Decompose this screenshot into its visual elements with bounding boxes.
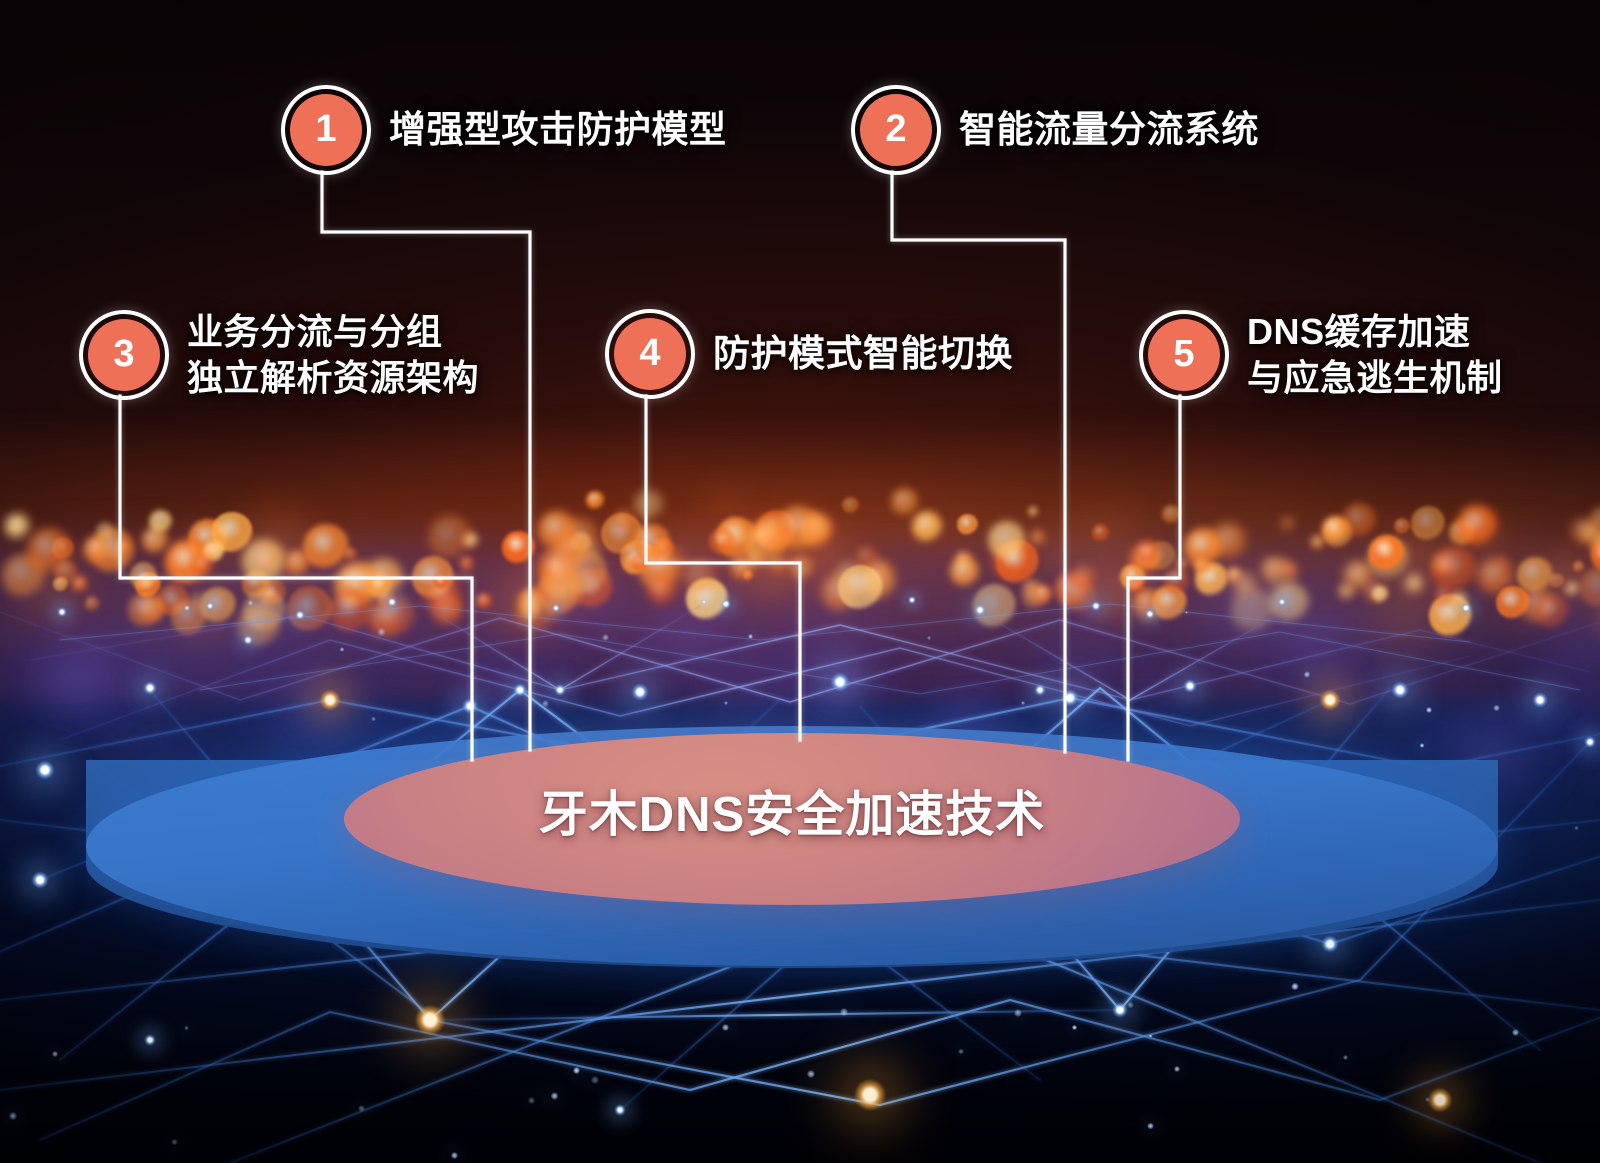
callout-4[interactable]: 4 防护模式智能切换 <box>605 309 1013 399</box>
callout-2[interactable]: 2 智能流量分流系统 <box>851 85 1259 175</box>
callout-5[interactable]: 5 DNS缓存加速 与应急逃生机制 <box>1139 309 1503 401</box>
callout-4-badge[interactable]: 4 <box>605 309 695 399</box>
callout-3[interactable]: 3 业务分流与分组 独立解析资源架构 <box>79 309 479 401</box>
callout-4-number: 4 <box>639 332 661 374</box>
callout-2-badge[interactable]: 2 <box>851 85 941 175</box>
callout-5-badge[interactable]: 5 <box>1139 310 1229 401</box>
callout-3-number: 3 <box>113 333 135 376</box>
callout-2-label: 智能流量分流系统 <box>959 109 1259 151</box>
callout-1-label: 增强型攻击防护模型 <box>389 109 727 151</box>
callout-4-label: 防护模式智能切换 <box>713 333 1013 375</box>
callout-1-badge[interactable]: 1 <box>281 85 371 175</box>
callout-3-badge[interactable]: 3 <box>79 310 169 401</box>
callout-5-number: 5 <box>1173 333 1195 376</box>
callout-2-number: 2 <box>885 108 907 150</box>
callout-1-number: 1 <box>315 108 337 150</box>
callout-1[interactable]: 1 增强型攻击防护模型 <box>281 85 727 175</box>
callout-5-label: DNS缓存加速 与应急逃生机制 <box>1247 311 1503 399</box>
callout-3-label: 业务分流与分组 独立解析资源架构 <box>187 311 480 399</box>
